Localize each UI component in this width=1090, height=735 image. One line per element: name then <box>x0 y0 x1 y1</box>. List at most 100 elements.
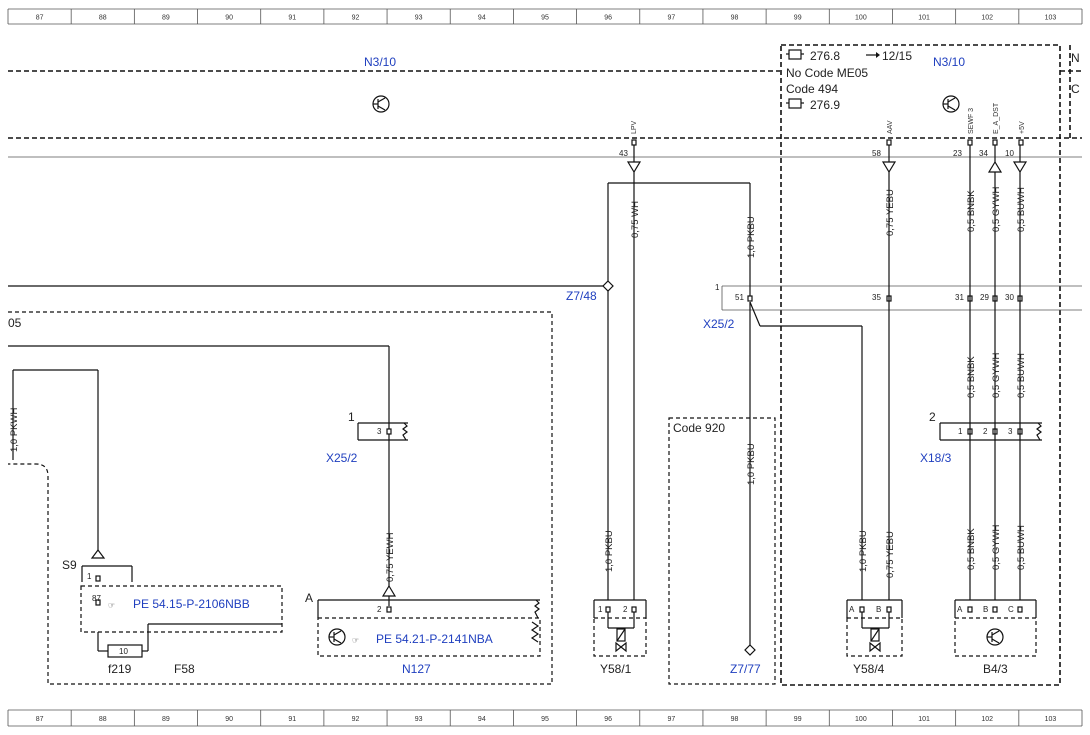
wire-05-bnbk-bot: 0,5 BNBK <box>966 528 977 570</box>
wire-05-buwh-top: 0,5 BUWH <box>1016 187 1027 232</box>
x25-2-left-pin-3: 3 <box>377 427 382 436</box>
wire-05-gywh-top: 0,5 GYWH <box>991 186 1002 232</box>
s9-label: S9 <box>62 558 77 572</box>
ruler-column-95: 95 <box>541 15 549 22</box>
ruler-column-93: 93 <box>415 716 423 723</box>
signal-sewf3: SEWF 3 <box>968 108 975 134</box>
pin-30: 30 <box>1005 293 1014 302</box>
ruler-column-89: 89 <box>162 716 170 723</box>
n127-arrow <box>381 584 397 597</box>
x18-3-pin-3: 3 <box>1008 427 1013 436</box>
ruler-column-92: 92 <box>352 716 360 723</box>
ruler-column-94: 94 <box>478 15 486 22</box>
pin-23: 23 <box>953 149 962 158</box>
x25-2-label-mid: X25/2 <box>703 317 735 331</box>
y58-1-pin-2: 2 <box>623 605 628 614</box>
ruler-column-88: 88 <box>99 716 107 723</box>
n127-pin-a: A <box>305 591 313 605</box>
s9-pin-1: 1 <box>87 572 92 581</box>
x18-3-connector-number: 2 <box>929 410 936 424</box>
code-920-label: Code 920 <box>673 421 725 435</box>
transistor-icon <box>328 628 346 646</box>
x25-2-connector-number: 1 <box>715 283 720 292</box>
ruler-column-99: 99 <box>794 716 802 723</box>
ruler-column-87: 87 <box>36 716 44 723</box>
n3-10-terminals <box>631 139 1024 146</box>
ruler-column-92: 92 <box>352 15 360 22</box>
ruler-top <box>8 8 1082 25</box>
ruler-column-95: 95 <box>541 716 549 723</box>
wire-05-gywh-mid: 0,5 GYWH <box>991 352 1002 398</box>
f219-fuse-rating: 10 <box>119 647 128 656</box>
ruler-column-90: 90 <box>225 716 233 723</box>
s9-pin-87: 87 <box>92 594 101 603</box>
ruler-column-103: 103 <box>1045 716 1057 723</box>
b4-3-label: B4/3 <box>983 662 1008 676</box>
x18-3-pin-2: 2 <box>983 427 988 436</box>
ruler-column-91: 91 <box>288 15 296 22</box>
signal-lpv: LPV <box>631 120 638 134</box>
wire-075-yewh: 0,75 YEWH <box>385 532 396 582</box>
x25-2-pins <box>747 295 1023 302</box>
wire-075-wh: 0,75 WH <box>630 201 641 238</box>
ref-12-15-label: 12/15 <box>882 49 912 63</box>
y58-1-valve <box>593 599 647 657</box>
pointing-hand-icon[interactable]: ☞ <box>352 636 359 645</box>
x25-2-left-connector-number: 1 <box>348 410 355 424</box>
f58-box <box>8 311 553 685</box>
wire-05-bnbk-top: 0,5 BNBK <box>966 190 977 232</box>
y58-4-label: Y58/4 <box>853 662 885 676</box>
signal-plus5v: +5V <box>1019 121 1026 134</box>
ruler-column-100: 100 <box>855 15 867 22</box>
ruler-column-103: 103 <box>1045 15 1057 22</box>
n127-module <box>317 599 541 657</box>
ruler-column-98: 98 <box>731 15 739 22</box>
pointing-hand-icon[interactable]: ☞ <box>108 601 115 610</box>
ruler-column-101: 101 <box>918 15 930 22</box>
x18-3-label: X18/3 <box>920 451 952 465</box>
ruler-column-96: 96 <box>604 15 612 22</box>
f58-label: F58 <box>174 662 195 676</box>
b4-3-sensor <box>954 599 1037 657</box>
ruler-column-101: 101 <box>918 716 930 723</box>
solenoid-valve-icon <box>869 628 881 653</box>
pin-10: 10 <box>1005 149 1014 158</box>
ruler-column-91: 91 <box>288 716 296 723</box>
n3-10-label-left: N3/10 <box>364 55 396 69</box>
pin-arrows <box>626 160 1028 174</box>
code-494-label: Code 494 <box>786 82 838 96</box>
wire-10-pkbu-y584: 1,0 PKBU <box>858 530 869 572</box>
ground-resistor-icon <box>530 621 540 643</box>
wire-05-buwh-mid: 0,5 BUWH <box>1016 353 1027 398</box>
fragment-05-label: 05 <box>8 316 22 330</box>
pe-2141-link[interactable]: PE 54.21-P-2141NBA <box>376 632 493 646</box>
z7-77-node <box>744 644 756 656</box>
right-edge-c-label: C <box>1071 82 1080 96</box>
ruler-column-94: 94 <box>478 716 486 723</box>
ruler-column-99: 99 <box>794 15 802 22</box>
f219-label: f219 <box>108 662 132 676</box>
n3-10-label-right: N3/10 <box>933 55 965 69</box>
wire-075-yebu-top: 0,75 YEBU <box>885 189 896 236</box>
solenoid-valve-icon <box>615 628 627 653</box>
y58-4-pin-b: B <box>876 605 881 614</box>
engine-icon <box>786 98 804 109</box>
transistor-icon <box>942 95 960 113</box>
s9-switch <box>80 565 283 633</box>
ruler-column-90: 90 <box>225 15 233 22</box>
ruler-bottom <box>8 709 1082 727</box>
wire-10-pkwh: 1,0 PKWH <box>9 408 20 452</box>
ruler-column-97: 97 <box>667 716 675 723</box>
pin-29: 29 <box>980 293 989 302</box>
ruler-column-97: 97 <box>667 15 675 22</box>
pe-2106-link[interactable]: PE 54.15-P-2106NBB <box>133 597 250 611</box>
ruler-column-102: 102 <box>981 15 993 22</box>
transistor-icon <box>372 95 390 113</box>
wire-05-bnbk-mid: 0,5 BNBK <box>966 356 977 398</box>
x18-3-pin-1: 1 <box>958 427 963 436</box>
wire-10-pkbu-top: 1,0 PKBU <box>746 216 757 258</box>
ruler-column-89: 89 <box>162 15 170 22</box>
no-code-me05-label: No Code ME05 <box>786 66 868 80</box>
